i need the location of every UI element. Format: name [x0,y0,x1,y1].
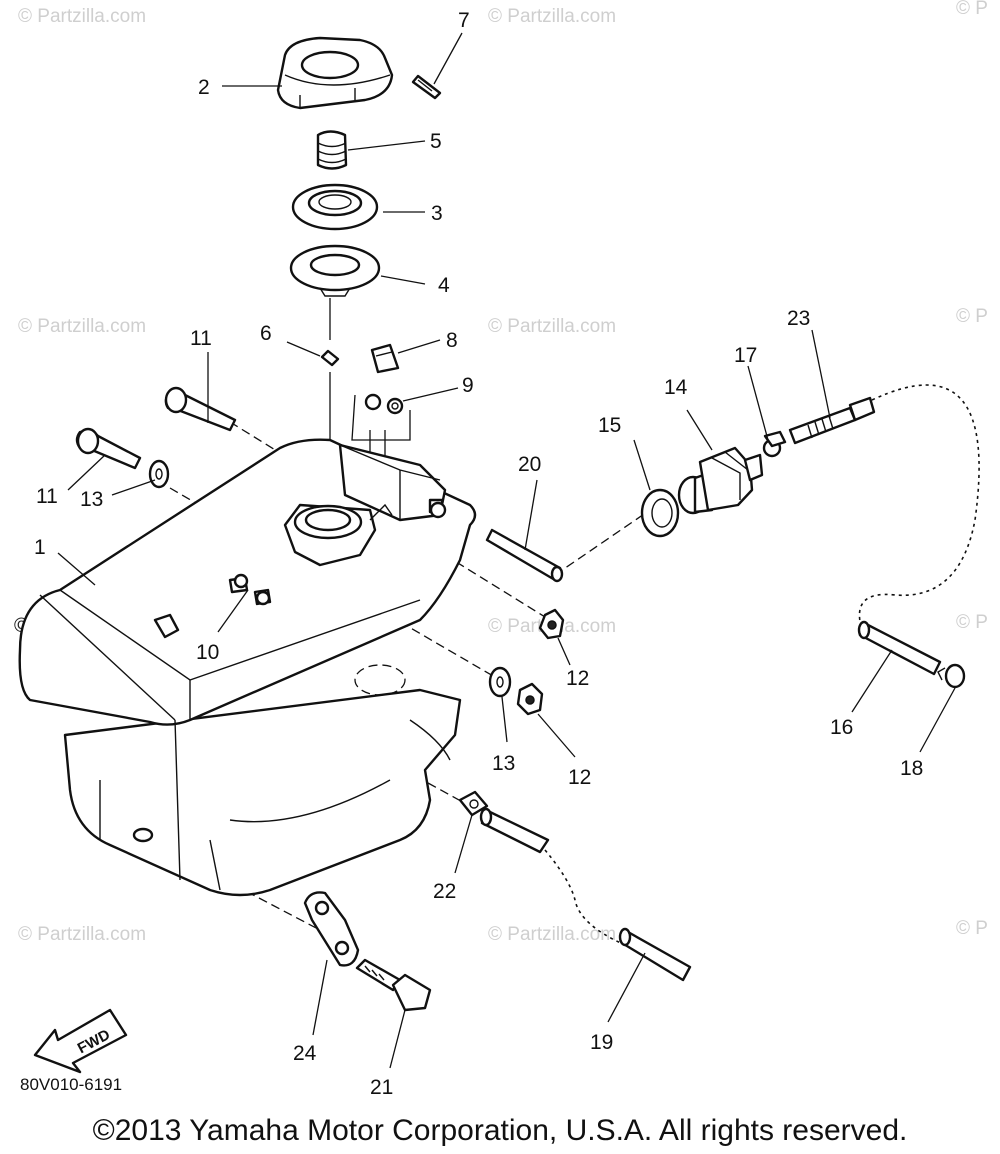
bolt-long-lower [75,427,142,470]
callout-11-lower: 11 [36,485,58,508]
screw-small [320,349,340,367]
washer-left [148,459,170,489]
callout-23: 23 [787,307,810,330]
hose-fuel [857,620,942,676]
callout-21: 21 [370,1076,393,1099]
fuel-cap [276,36,394,110]
watermark: © Partzilla.com [18,924,146,945]
callout-15: 15 [598,414,621,437]
watermark: © Partzilla.com [488,316,616,337]
seal-ring [640,488,680,538]
callouts: 1 2 3 4 5 6 7 8 9 10 11 11 12 12 13 13 1… [34,9,923,1099]
fwd-arrow-icon: FWD [33,1008,128,1074]
callout-13-left: 13 [80,488,103,511]
leader-lines [57,32,956,1069]
diagram-code: 80V010-6191 [20,1075,122,1094]
bolt-small [364,393,404,415]
gasket [291,183,379,231]
callout-18: 18 [900,757,923,780]
nut-upper [538,608,565,640]
callout-17: 17 [734,344,757,367]
watermark-edge: © P [956,0,988,19]
watermark: © Partzilla.com [488,6,616,27]
callout-12-lower: 12 [568,766,591,789]
callout-9: 9 [462,374,474,397]
hose-drain [618,927,692,982]
callout-12-upper: 12 [566,667,589,690]
watermarks: © Partzilla.com © Partzilla.com © Partzi… [14,0,988,945]
watermark: © Partzilla.com [18,6,146,27]
pin [411,74,442,100]
watermark-edge: © P [956,306,988,327]
bolt-long-upper [164,386,237,432]
callout-13-right: 13 [492,752,515,775]
clamp-small [762,430,787,458]
packing [289,244,381,297]
callout-3: 3 [431,202,443,225]
fuel-cock [677,446,764,515]
bolt-bracket [355,958,432,1012]
hose-vent [485,528,564,583]
hose-lower [479,807,550,854]
watermark-edge: © P [956,612,988,633]
callout-20: 20 [518,453,541,476]
callout-6: 6 [260,322,272,345]
callout-22: 22 [433,880,456,903]
fuel-fitting [788,396,876,445]
callout-5: 5 [430,130,442,153]
clip [370,343,400,374]
callout-7: 7 [458,9,470,32]
copyright-notice: ©2013 Yamaha Motor Corporation, U.S.A. A… [93,1114,908,1147]
callout-24: 24 [293,1042,317,1065]
bolt-tank [233,573,271,606]
callout-16: 16 [830,716,853,739]
callout-4: 4 [438,274,450,297]
callout-14: 14 [664,376,688,399]
watermark: © Partzilla.com [488,924,616,945]
callout-11-upper: 11 [190,327,212,350]
hose-clip [937,663,966,689]
clamp-lower [458,790,489,817]
callout-19: 19 [590,1031,613,1054]
callout-8: 8 [446,329,458,352]
nut-lower [516,682,544,716]
spring [316,130,348,170]
washer-right [488,666,512,698]
callout-2: 2 [198,76,210,99]
watermark: © Partzilla.com [18,316,146,337]
callout-1: 1 [34,536,46,559]
bracket-plate [303,891,360,967]
watermark-edge: © P [956,918,988,939]
callout-10: 10 [196,641,219,664]
